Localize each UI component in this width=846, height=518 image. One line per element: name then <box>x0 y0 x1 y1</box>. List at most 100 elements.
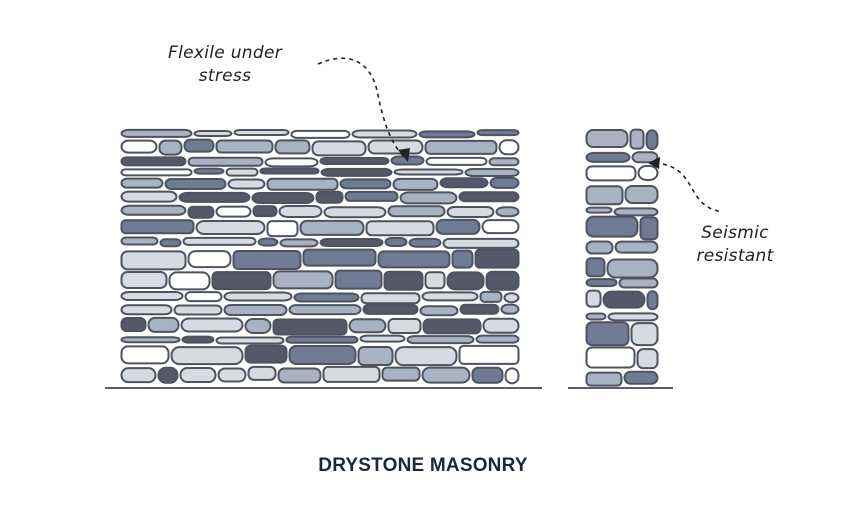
stone <box>215 205 252 218</box>
stone <box>247 365 277 381</box>
stone <box>272 270 334 290</box>
stone <box>606 258 659 279</box>
stone <box>504 367 520 385</box>
stone <box>311 140 367 157</box>
stone <box>585 240 614 255</box>
stone <box>244 317 272 334</box>
stone <box>320 167 393 177</box>
column-arrow <box>654 162 723 213</box>
stone <box>215 139 274 154</box>
stone <box>585 129 629 149</box>
stone <box>233 128 290 136</box>
stone <box>293 292 360 303</box>
stone <box>629 128 645 150</box>
stone <box>244 344 288 364</box>
stone <box>399 191 458 205</box>
stone <box>251 191 315 204</box>
stone <box>288 304 362 316</box>
stone <box>585 165 637 182</box>
stone <box>602 290 646 309</box>
stone <box>393 168 464 176</box>
stone <box>299 219 365 236</box>
stone <box>471 366 504 384</box>
stone <box>120 236 159 246</box>
stone <box>476 129 520 137</box>
stone <box>637 164 659 181</box>
stone <box>618 277 659 289</box>
stone <box>585 371 623 387</box>
stone <box>392 177 439 191</box>
stone <box>259 167 320 175</box>
stone <box>500 303 520 315</box>
stone <box>164 177 227 190</box>
drystone-column <box>585 128 659 387</box>
stone <box>631 151 659 164</box>
stone <box>158 139 183 156</box>
stone <box>179 367 217 384</box>
stone <box>585 312 607 321</box>
stone <box>147 316 180 333</box>
stone <box>481 219 520 235</box>
stone <box>193 167 225 175</box>
stone <box>585 321 630 347</box>
stone <box>257 237 279 247</box>
stone <box>383 270 424 291</box>
stone <box>319 157 390 166</box>
stone <box>446 205 495 218</box>
stone <box>266 220 299 238</box>
diagram-title: DRYSTONE MASONRY <box>318 455 528 476</box>
stone <box>348 318 387 334</box>
stone <box>488 157 520 167</box>
stone <box>485 270 520 291</box>
stone <box>285 335 359 344</box>
stone <box>120 219 195 235</box>
stone <box>319 237 384 247</box>
stone <box>266 177 339 191</box>
stone <box>183 138 215 153</box>
stone <box>475 334 520 344</box>
drystone-wall <box>120 128 520 385</box>
stone <box>264 157 319 168</box>
stone <box>181 335 215 344</box>
stone <box>408 237 442 248</box>
column-annotation: Seismic resistant <box>696 223 774 266</box>
stone <box>227 178 266 190</box>
stone <box>120 317 147 333</box>
stone <box>585 206 613 214</box>
stone <box>193 130 233 138</box>
stone <box>215 336 285 345</box>
stone <box>421 366 471 384</box>
stone <box>252 205 278 218</box>
stone <box>498 139 520 156</box>
stone <box>585 257 606 278</box>
stone <box>120 250 187 271</box>
stone <box>459 303 500 315</box>
stone <box>315 190 344 204</box>
stone <box>120 177 164 189</box>
wall-annotation: Flexile under stress <box>167 43 283 86</box>
stone <box>279 238 319 248</box>
stone <box>424 271 446 290</box>
stone <box>120 204 187 216</box>
stone <box>585 215 639 238</box>
stone <box>170 346 244 366</box>
stone <box>178 191 251 203</box>
stone <box>182 236 257 246</box>
stone <box>607 312 659 322</box>
stone <box>474 248 520 269</box>
column-arrow-head-icon <box>648 157 660 169</box>
stone <box>482 317 520 334</box>
stone <box>120 336 181 344</box>
stone <box>290 129 351 139</box>
stone <box>639 216 659 241</box>
stone <box>419 305 459 317</box>
stone <box>187 156 264 167</box>
stone <box>187 205 215 219</box>
stone <box>646 290 659 311</box>
stone <box>120 345 170 365</box>
stone <box>302 248 377 267</box>
stone <box>503 292 520 304</box>
stone <box>344 190 399 202</box>
stone <box>365 220 435 237</box>
stone <box>120 156 187 167</box>
